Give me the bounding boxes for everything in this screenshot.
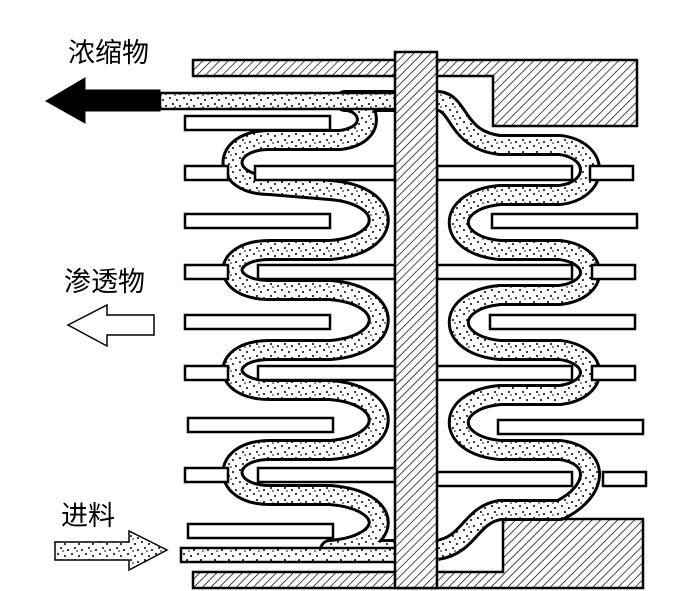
left-flow-channel <box>221 90 395 561</box>
plate <box>590 364 637 382</box>
plate <box>496 418 645 436</box>
plate <box>590 263 637 281</box>
feed-arrow-icon <box>54 529 169 572</box>
plate <box>435 364 574 382</box>
concentrate-outlet-channel <box>158 91 400 111</box>
right-plates <box>435 164 648 488</box>
central-shaft <box>393 50 439 590</box>
plate <box>256 466 397 484</box>
plate <box>183 313 332 331</box>
permeate-label: 渗透物 <box>64 267 145 298</box>
plate <box>490 212 639 230</box>
left-plates <box>183 114 397 540</box>
top-housing <box>191 58 639 128</box>
plate <box>435 470 574 488</box>
plate <box>256 263 397 281</box>
permeate-arrow-icon <box>66 303 155 348</box>
plate <box>588 164 635 182</box>
plate <box>183 263 230 281</box>
concentrate-label: 浓缩物 <box>68 38 149 69</box>
plate <box>183 114 332 132</box>
plate <box>253 164 397 182</box>
right-flow-channel <box>434 90 601 561</box>
plate <box>601 470 648 488</box>
plate <box>186 522 335 540</box>
feed-inlet-channel <box>179 546 400 564</box>
plate <box>435 263 574 281</box>
plate <box>183 164 230 182</box>
feed-label: 进料 <box>61 501 115 532</box>
plate <box>488 313 637 331</box>
plate <box>183 212 332 230</box>
concentrate-arrow-icon <box>44 77 161 124</box>
plate <box>435 164 574 182</box>
plate <box>183 466 230 484</box>
plate <box>186 416 335 434</box>
plate <box>183 364 230 382</box>
plate <box>256 364 397 382</box>
